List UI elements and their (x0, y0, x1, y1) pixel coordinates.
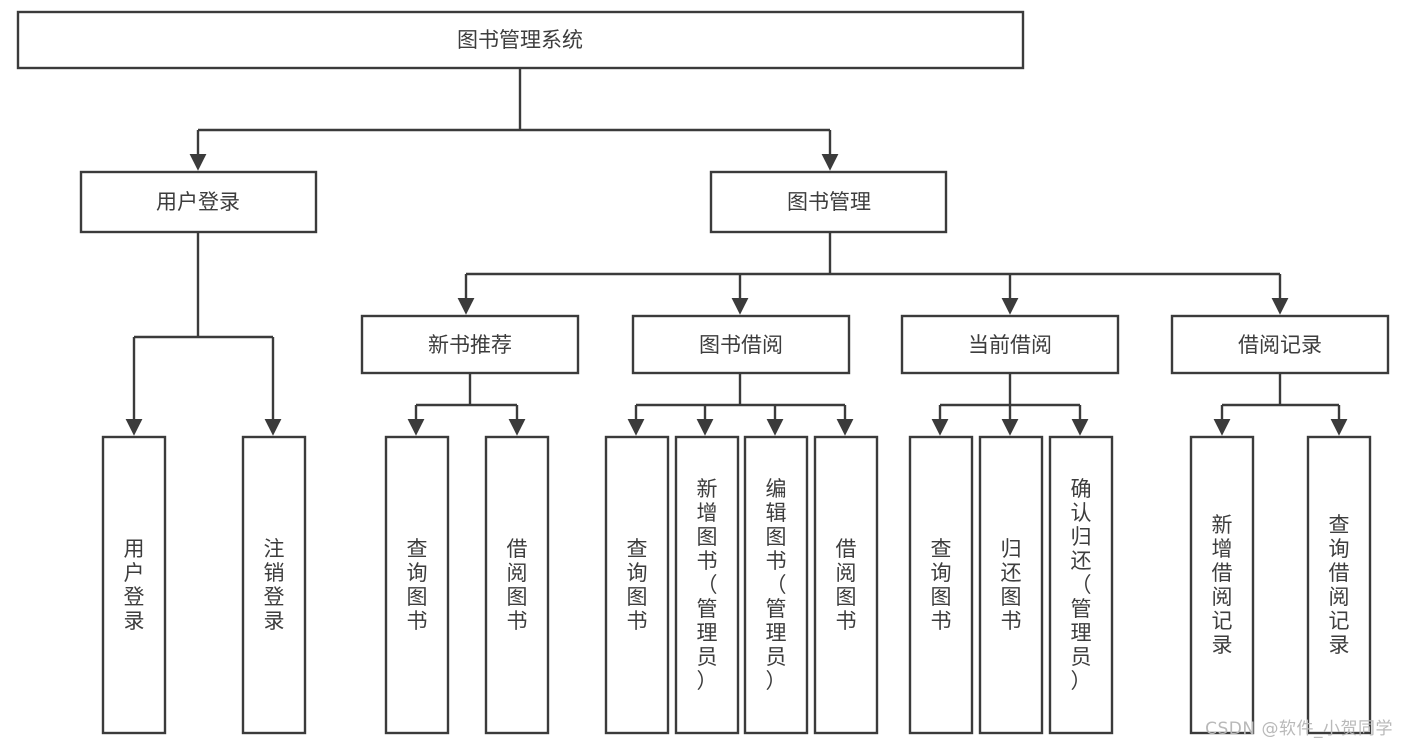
node-book-manage-box[interactable] (709, 170, 948, 234)
leaf-box-book-borrow-4[interactable] (813, 435, 879, 735)
connector-group-root (189, 68, 839, 171)
leaf-label-book-borrow-4: 借阅图书 (836, 537, 857, 633)
leaf-label-borrow-record-2: 查询借阅记录 (1329, 513, 1350, 657)
node-book-manage-label: 图书管理 (787, 190, 871, 214)
node-user-login-label: 用户登录 (156, 190, 240, 214)
leaf-box-new-book-1[interactable] (384, 435, 450, 735)
connector-group-book-borrow (627, 373, 854, 436)
leaf-box-book-borrow-1[interactable] (604, 435, 670, 735)
node-new-book-recommend-label: 新书推荐 (428, 333, 512, 357)
leaf-node[interactable]: 查询借阅记录 (1306, 435, 1372, 735)
connector-group-user-login (125, 232, 282, 436)
leaf-node[interactable]: 用户登录 (101, 435, 167, 735)
leaf-label-new-book-2: 借阅图书 (507, 537, 528, 633)
leaf-label-book-borrow-1: 查询图书 (627, 537, 648, 633)
node-book-manage[interactable]: 图书管理 (709, 170, 948, 234)
node-new-book-recommend[interactable]: 新书推荐 (360, 314, 580, 375)
connector-group-current-borrow (931, 373, 1089, 436)
node-book-borrow-box[interactable] (631, 314, 851, 375)
node-user-login[interactable]: 用户登录 (79, 170, 318, 234)
leaf-label-current-borrow-3: 确认归还（管理员） (1071, 477, 1092, 693)
node-book-borrow[interactable]: 图书借阅 (631, 314, 851, 375)
leaf-node[interactable]: 借阅图书 (813, 435, 879, 735)
leaf-node[interactable]: 新增借阅记录 (1189, 435, 1255, 735)
connector-group-book-manage (457, 232, 1289, 315)
leaf-node[interactable]: 查询图书 (604, 435, 670, 735)
leaf-box-user-login-1[interactable] (101, 435, 167, 735)
leaf-label-current-borrow-2: 归还图书 (1001, 537, 1022, 633)
connector-group-new-book (407, 373, 526, 436)
leaf-label-book-borrow-3: 编辑图书（管理员） (766, 477, 787, 693)
node-root[interactable]: 图书管理系统 (16, 10, 1025, 70)
node-borrow-record[interactable]: 借阅记录 (1170, 314, 1390, 375)
leaf-node[interactable]: 借阅图书 (484, 435, 550, 735)
node-root-label: 图书管理系统 (457, 28, 583, 52)
node-borrow-record-label: 借阅记录 (1238, 333, 1322, 357)
leaf-node[interactable]: 查询图书 (384, 435, 450, 735)
leaf-label-book-borrow-2: 新增图书（管理员） (697, 477, 718, 693)
leaf-box-current-borrow-3[interactable] (1048, 435, 1114, 735)
leaf-box-borrow-record-2[interactable] (1306, 435, 1372, 735)
connector-group-borrow-record (1213, 373, 1348, 436)
node-current-borrow-label: 当前借阅 (968, 333, 1052, 357)
leaf-label-borrow-record-1: 新增借阅记录 (1212, 513, 1233, 657)
leaf-node[interactable]: 确认归还（管理员） (1048, 435, 1114, 735)
leaf-node[interactable]: 注销登录 (241, 435, 307, 735)
leaf-box-user-login-2[interactable] (241, 435, 307, 735)
node-root-box[interactable] (16, 10, 1025, 70)
node-current-borrow-box[interactable] (900, 314, 1120, 375)
leaf-box-current-borrow-2[interactable] (978, 435, 1044, 735)
leaf-label-user-login-2: 注销登录 (264, 537, 285, 633)
leaf-node[interactable]: 查询图书 (908, 435, 974, 735)
leaf-label-user-login-1: 用户登录 (124, 537, 145, 633)
leaf-node[interactable]: 新增图书（管理员） (674, 435, 740, 735)
node-borrow-record-box[interactable] (1170, 314, 1390, 375)
node-current-borrow[interactable]: 当前借阅 (900, 314, 1120, 375)
leaf-box-current-borrow-1[interactable] (908, 435, 974, 735)
leaf-node[interactable]: 编辑图书（管理员） (743, 435, 809, 735)
leaf-box-book-borrow-3[interactable] (743, 435, 809, 735)
leaf-box-borrow-record-1[interactable] (1189, 435, 1255, 735)
node-book-borrow-label: 图书借阅 (699, 333, 783, 357)
leaf-label-current-borrow-1: 查询图书 (931, 537, 952, 633)
node-new-book-recommend-box[interactable] (360, 314, 580, 375)
leaf-label-new-book-1: 查询图书 (407, 537, 428, 633)
leaf-box-new-book-2[interactable] (484, 435, 550, 735)
leaf-box-book-borrow-2[interactable] (674, 435, 740, 735)
leaf-node[interactable]: 归还图书 (978, 435, 1044, 735)
node-user-login-box[interactable] (79, 170, 318, 234)
